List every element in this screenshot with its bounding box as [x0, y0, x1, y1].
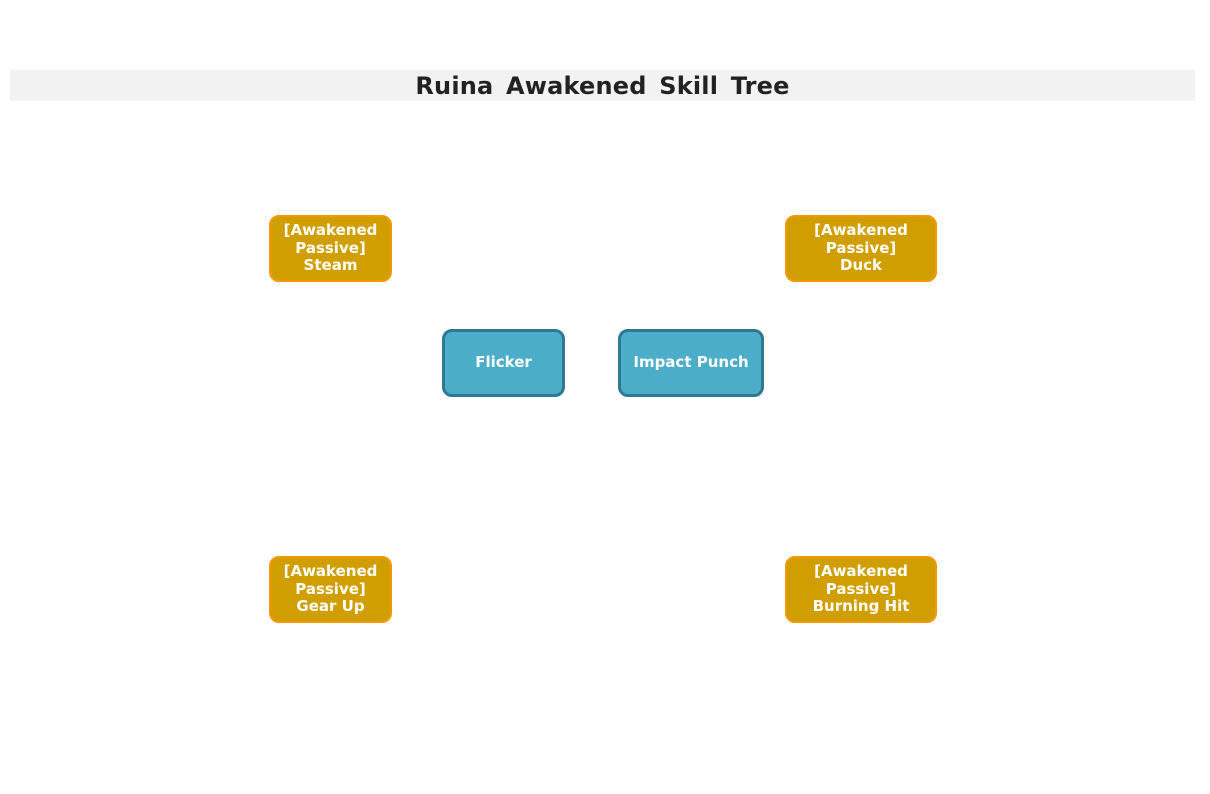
node-steam[interactable]: [Awakened Passive] Steam	[269, 215, 392, 282]
node-burning-hit[interactable]: [Awakened Passive] Burning Hit	[785, 556, 937, 623]
node-flicker-label: Flicker	[475, 353, 532, 372]
node-duck-label: [Awakened Passive] Duck	[814, 221, 908, 275]
node-gear-up-label: [Awakened Passive] Gear Up	[283, 562, 378, 616]
node-burning-hit-label: [Awakened Passive] Burning Hit	[812, 562, 910, 616]
page-title: Ruina Awakened Skill Tree	[415, 71, 790, 100]
node-gear-up[interactable]: [Awakened Passive] Gear Up	[269, 556, 392, 623]
node-impact-punch-label: Impact Punch	[633, 353, 749, 372]
node-steam-label: [Awakened Passive] Steam	[283, 221, 378, 275]
node-duck[interactable]: [Awakened Passive] Duck	[785, 215, 937, 282]
node-flicker[interactable]: Flicker	[442, 329, 565, 397]
node-impact-punch[interactable]: Impact Punch	[618, 329, 764, 397]
title-bar: Ruina Awakened Skill Tree	[10, 70, 1195, 101]
